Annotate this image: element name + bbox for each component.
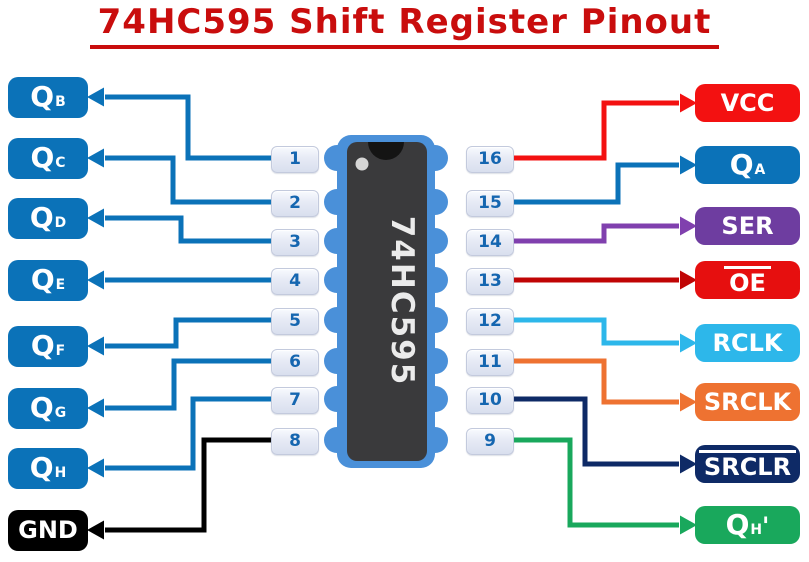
signal-label-ser: SER: [695, 207, 800, 245]
arrowhead-icon: [680, 93, 697, 113]
signal-label-qh-prime: QH': [695, 506, 800, 544]
arrowhead-icon: [87, 87, 104, 107]
wire-pin-15-qa: [511, 155, 697, 205]
signal-name: Q: [30, 80, 55, 113]
pin-badge-15: 15: [466, 189, 514, 217]
pin-badge-11: 11: [466, 348, 514, 376]
wire-pin-4-qe: [87, 270, 272, 290]
signal-name: Q: [30, 263, 55, 296]
pin-badge-8: 8: [271, 427, 319, 455]
wire-pin-16-vcc: [511, 93, 697, 161]
signal-name: Q: [729, 148, 754, 181]
signal-name: SER: [721, 212, 774, 240]
signal-name: GND: [18, 516, 78, 544]
signal-subscript: G: [54, 405, 67, 421]
signal-label-qg: QG: [8, 387, 88, 429]
wire-pin-2-qc: [87, 148, 272, 205]
signal-label-srclr: SRCLR: [695, 445, 800, 483]
pin-badge-13: 13: [466, 267, 514, 295]
signal-label-qa: QA: [695, 146, 800, 184]
signal-subscript: C: [55, 155, 66, 171]
arrowhead-icon: [680, 333, 697, 353]
signal-label-srclk: SRCLK: [695, 383, 800, 421]
chip-pin1-dot: [355, 157, 369, 171]
signal-label-rclk: RCLK: [695, 324, 800, 362]
signal-subscript: H: [54, 465, 67, 481]
wire-pin-14-ser: [511, 216, 697, 244]
signal-label-qd: QD: [8, 197, 88, 239]
arrowhead-icon: [680, 270, 697, 290]
arrowhead-icon: [87, 148, 104, 168]
signal-name: SRCLK: [703, 388, 792, 416]
pin-badge-10: 10: [466, 386, 514, 414]
signal-label-oe: OE: [695, 261, 800, 299]
wire-pin-1-qb: [87, 87, 272, 161]
signal-subscript: F: [55, 343, 66, 359]
wire-pin-10-srclr: [511, 396, 697, 474]
wire-pin-7-qh: [87, 396, 272, 478]
pin-badge-14: 14: [466, 228, 514, 256]
signal-subscript: D: [54, 215, 67, 231]
signal-subscript: A: [754, 162, 766, 178]
chip-label: 74HC595: [384, 216, 420, 387]
arrowhead-icon: [680, 216, 697, 236]
arrowhead-icon: [680, 392, 697, 412]
signal-subscript: H: [750, 522, 763, 538]
wires-group: [87, 87, 697, 540]
pin-badge-16: 16: [466, 145, 514, 173]
title-bar: 74HC595 Shift Register Pinout: [0, 2, 809, 49]
wire-pin-12-rclk: [511, 317, 697, 353]
signal-label-qb: QB: [8, 76, 88, 118]
pin-badge-2: 2: [271, 189, 319, 217]
signal-name: Q: [29, 201, 54, 234]
chip-notch: [368, 142, 404, 160]
wire-pin-3-qd: [87, 208, 272, 244]
arrowhead-icon: [680, 515, 697, 535]
wire-pin-9-qh-prime: [511, 437, 697, 535]
signal-subscript: B: [55, 94, 66, 110]
signal-name: Q: [29, 451, 54, 484]
wire-pin-11-srclk: [511, 358, 697, 412]
pin-badge-1: 1: [271, 145, 319, 173]
signal-label-gnd: GND: [8, 509, 88, 551]
signal-name: VCC: [720, 89, 775, 117]
signal-name: Q: [29, 391, 54, 424]
chip-74hc595: 74HC595: [324, 135, 448, 468]
pin-badge-7: 7: [271, 386, 319, 414]
wire-pin-5-qf: [87, 317, 272, 356]
wire-pin-8-gnd: [87, 437, 272, 540]
signal-name: SRCLR: [703, 452, 792, 481]
signal-label-qc: QC: [8, 137, 88, 179]
arrowhead-icon: [680, 155, 697, 175]
pin-badge-6: 6: [271, 348, 319, 376]
arrowhead-icon: [680, 454, 697, 474]
arrowhead-icon: [87, 520, 104, 540]
signal-name: Q: [30, 141, 55, 174]
signal-name: RCLK: [712, 329, 783, 357]
arrowhead-icon: [87, 398, 104, 418]
signal-label-qf: QF: [8, 325, 88, 367]
signal-suffix: ': [762, 512, 770, 540]
pin-badge-3: 3: [271, 228, 319, 256]
arrowhead-icon: [87, 458, 104, 478]
arrowhead-icon: [87, 336, 104, 356]
chip-body: [347, 142, 427, 461]
signal-name: Q: [30, 329, 55, 362]
pin-badge-4: 4: [271, 267, 319, 295]
signal-label-qe: QE: [8, 259, 88, 301]
signal-name: Q: [725, 508, 750, 541]
wire-pin-13-oe: [511, 270, 697, 290]
wire-pin-6-qg: [87, 358, 272, 418]
pin-badge-9: 9: [466, 427, 514, 455]
signal-subscript: E: [55, 277, 66, 293]
signal-label-vcc: VCC: [695, 84, 800, 122]
signal-label-qh: QH: [8, 447, 88, 489]
pin-badge-5: 5: [271, 307, 319, 335]
pin-badge-12: 12: [466, 307, 514, 335]
diagram-title: 74HC595 Shift Register Pinout: [89, 2, 720, 49]
arrowhead-icon: [87, 208, 104, 228]
arrowhead-icon: [87, 270, 104, 290]
signal-name: OE: [729, 268, 766, 297]
